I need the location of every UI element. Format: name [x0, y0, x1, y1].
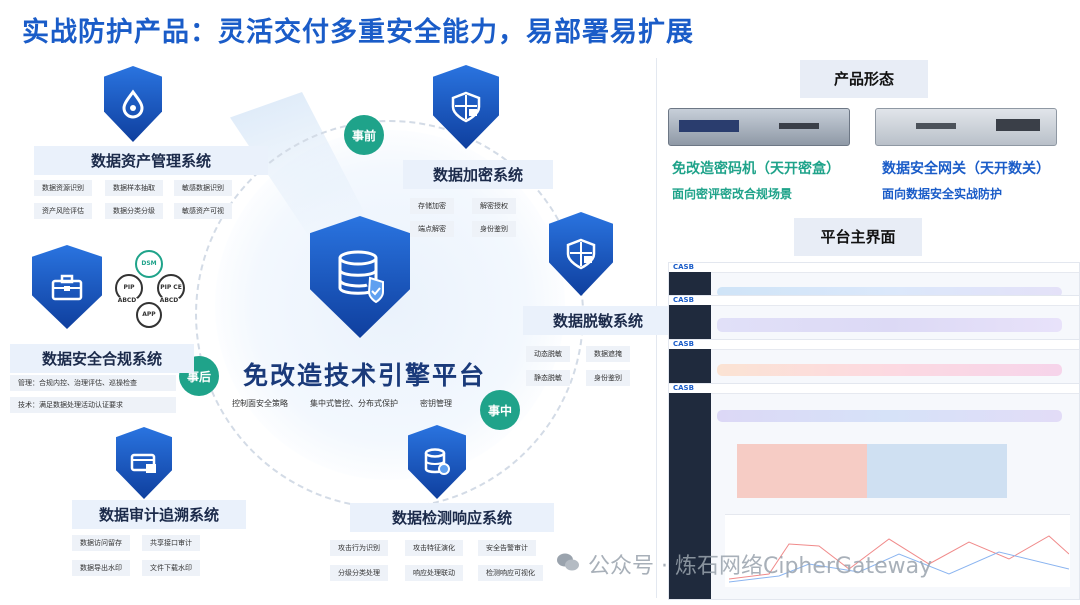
screen-logo: CASB [673, 263, 694, 271]
asset-tag: 数据分类分级 [105, 203, 163, 219]
card-lock-icon [116, 427, 172, 499]
platform-tag: 控制面安全策略 [232, 399, 288, 408]
phase-during: 事中 [480, 390, 520, 430]
screen-logo: CASB [673, 340, 694, 348]
detect-tag: 分级分类处理 [330, 565, 388, 581]
product-form-heading: 产品形态 [800, 60, 928, 98]
cert-badge: APP [136, 302, 162, 328]
encrypt-tag: 存储加密 [410, 198, 454, 214]
screen-logo: CASB [673, 296, 694, 304]
platform-tag: 密钥管理 [420, 399, 452, 408]
watermark-text: 公众号 · 炼石网络CipherGateway [588, 554, 933, 579]
cert-badge: ABCD [115, 296, 139, 306]
encrypt-system-title: 数据加密系统 [403, 160, 553, 189]
crypto-appliance-desc: 面向密评密改合规场景 [672, 187, 793, 201]
asset-tag: 资产风险评估 [34, 203, 92, 219]
compliance-tag: 技术：满足数据处理活动认证要求 [10, 397, 176, 413]
asset-system-title: 数据资产管理系统 [34, 146, 268, 175]
cert-badge: DSM [135, 250, 163, 278]
platform-name: 免改造技术引擎平台 [243, 361, 487, 390]
audit-tag: 数据导出水印 [72, 560, 130, 576]
audit-tag: 数据访问留存 [72, 535, 130, 551]
compliance-tag: 管理：合规内控、治理评估、巡操检查 [10, 375, 176, 391]
encrypt-tag: 解密授权 [472, 198, 516, 214]
detect-tag: 攻击行为识别 [330, 540, 388, 556]
gateway-appliance-desc: 面向数据安全实战防护 [882, 187, 1003, 201]
platform-tag: 集中式管控、分布式保护 [310, 399, 398, 408]
asset-tag: 数据样本抽取 [105, 180, 163, 196]
page-title: 实战防护产品：灵活交付多重安全能力，易部署易扩展 [22, 17, 694, 48]
gateway-appliance-name: 数据安全网关（天开数关） [882, 161, 1050, 177]
crypto-appliance-image [668, 108, 850, 146]
cert-badge: ABCD [157, 296, 181, 306]
platform-screenshot: CASB [668, 383, 1080, 600]
wechat-icon [557, 553, 579, 571]
crypto-appliance-name: 免改造密码机（天开密盒） [672, 161, 840, 177]
asset-tag: 敏感数据识别 [174, 180, 232, 196]
detect-tag: 攻击特征演化 [405, 540, 463, 556]
encrypt-tag: 端点解密 [410, 221, 454, 237]
asset-tag: 数据资源识别 [34, 180, 92, 196]
mask-tag: 数据遮掩 [586, 346, 630, 362]
mask-tag: 身份鉴别 [586, 370, 630, 386]
detect-tag: 检测响应可视化 [478, 565, 543, 581]
detect-tag: 响应处理联动 [405, 565, 463, 581]
compliance-system-title: 数据安全合规系统 [10, 344, 194, 373]
encrypt-tag: 身份鉴别 [472, 221, 516, 237]
platform-screenshot: CASB [668, 339, 1080, 389]
mask-tag: 动态脱敏 [526, 346, 570, 362]
audit-tag: 文件下载水印 [142, 560, 200, 576]
drop-icon [104, 66, 162, 142]
platform-screenshot: CASB [668, 295, 1080, 345]
mask-tag: 静态脱敏 [526, 370, 570, 386]
mask-system-title: 数据脱敏系统 [523, 306, 673, 335]
audit-system-title: 数据审计追溯系统 [72, 500, 246, 529]
gateway-appliance-image [875, 108, 1057, 146]
main-ui-heading: 平台主界面 [794, 218, 922, 256]
asset-tag: 敏感资产可视 [174, 203, 232, 219]
briefcase-icon [32, 245, 102, 329]
detect-tag: 安全告警审计 [478, 540, 536, 556]
detect-system-title: 数据检测响应系统 [350, 503, 554, 532]
phase-before: 事前 [344, 115, 384, 155]
audit-tag: 共享接口审计 [142, 535, 200, 551]
screen-logo: CASB [673, 384, 694, 392]
